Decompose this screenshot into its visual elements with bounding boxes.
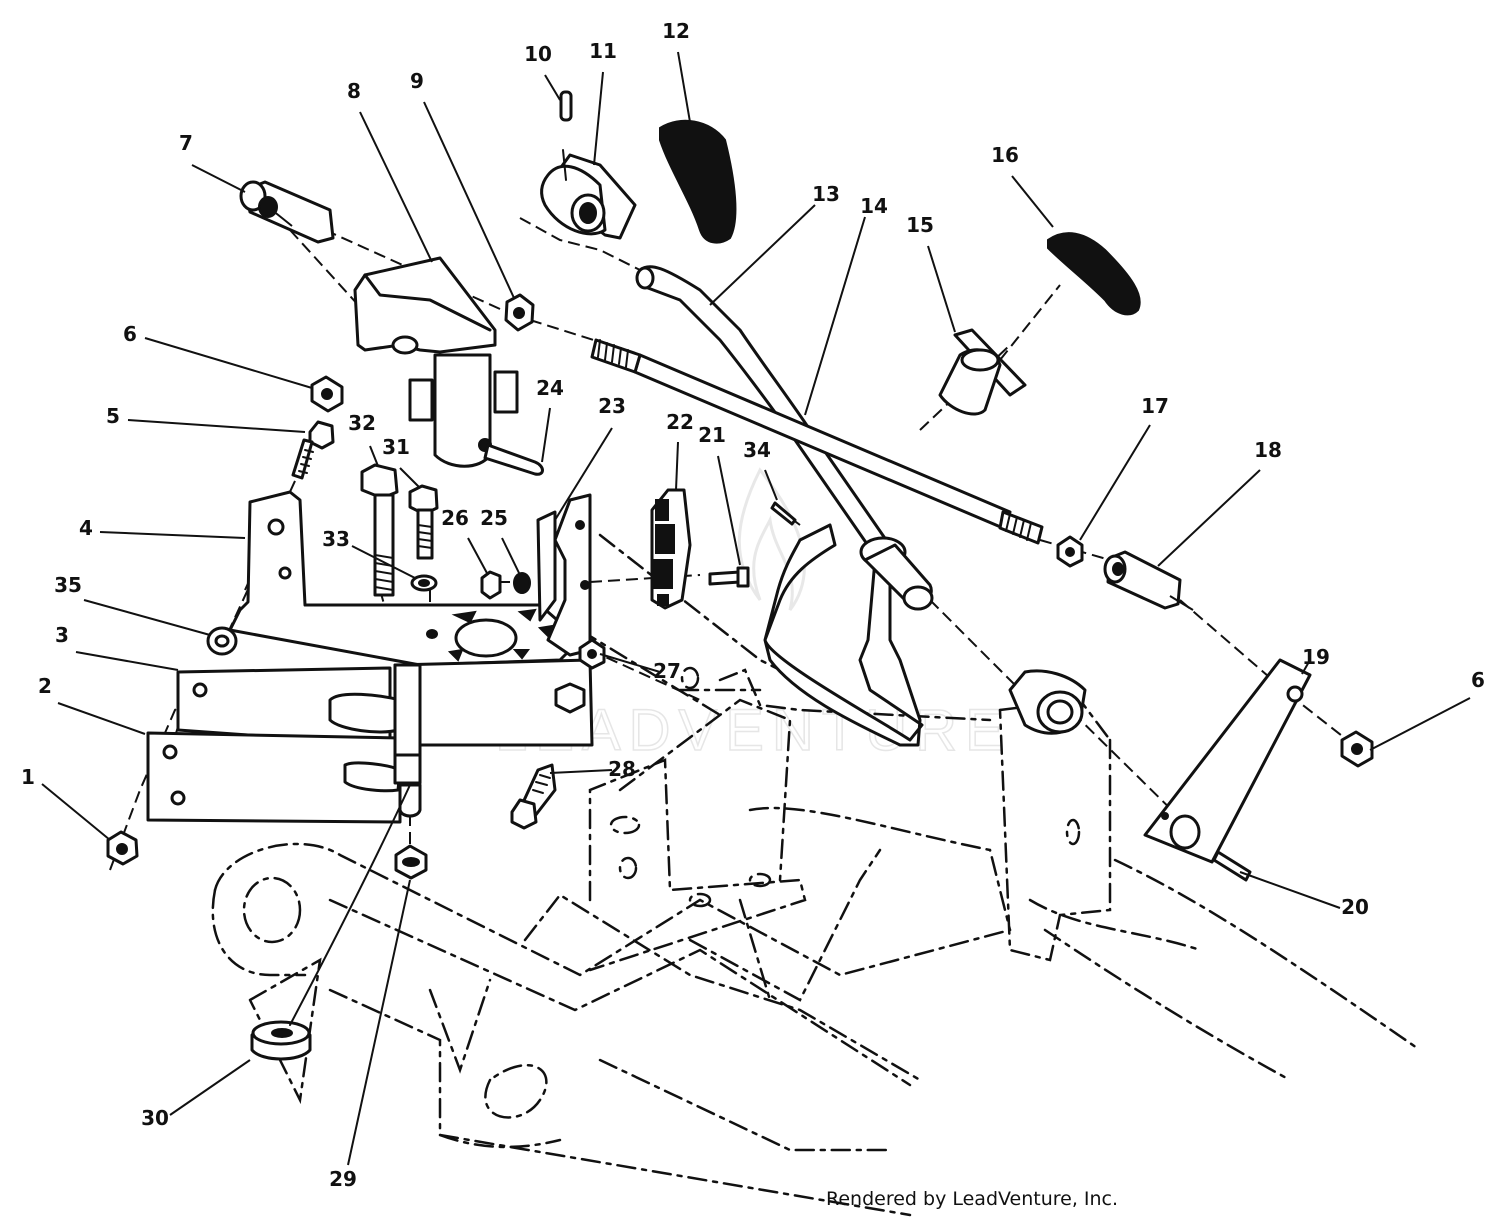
label-leaders: [41, 51, 1471, 1166]
part-5-bolt: [291, 420, 335, 480]
part-label-32: 32: [348, 411, 376, 435]
part-label-28: 28: [608, 757, 636, 781]
part-20-pin: [1212, 850, 1252, 882]
part-label-9: 9: [410, 69, 424, 93]
part-label-19: 19: [1302, 645, 1330, 669]
part-6-nut-left: [310, 375, 344, 413]
part-8-bracket: [353, 256, 519, 468]
part-21-screw: [708, 566, 750, 588]
part-1-nut: [106, 830, 139, 866]
part-34-pin: [770, 501, 797, 526]
part-26-nut: [480, 570, 502, 600]
part-label-20: 20: [1341, 895, 1369, 919]
part-27-nut: [578, 638, 606, 670]
part-label-30: 30: [141, 1106, 169, 1130]
part-35-washer: [206, 626, 238, 656]
part-center-pivot: [328, 658, 594, 818]
part-label-17: 17: [1141, 394, 1169, 418]
part-19-link-plate: [1143, 658, 1312, 864]
part-17-nut: [1056, 535, 1084, 568]
part-label-27: 27: [653, 659, 681, 683]
part-label-22: 22: [666, 410, 694, 434]
part-label-6: 6: [1471, 668, 1485, 692]
part-label-23: 23: [598, 394, 626, 418]
part-23-plate: [536, 493, 592, 657]
part-28-bolt: [510, 763, 557, 830]
part-15-pedal-hub: [938, 328, 1027, 416]
part-label-24: 24: [536, 376, 564, 400]
part-14-bent-rod: [763, 523, 934, 747]
part-label-33: 33: [322, 527, 350, 551]
part-9-nut: [504, 293, 535, 332]
part-label-26: 26: [441, 506, 469, 530]
part-label-29: 29: [329, 1167, 357, 1191]
part-11-pedal-hub: [540, 149, 637, 240]
part-label-3: 3: [55, 623, 69, 647]
part-32-bolt: [360, 463, 399, 597]
part-22-switch: [650, 488, 692, 610]
part-label-13: 13: [812, 182, 840, 206]
part-label-1: 1: [21, 765, 35, 789]
credit-text: Rendered by LeadVenture, Inc.: [826, 1188, 1119, 1210]
part-18-yoke-end: [1103, 550, 1194, 611]
part-25-lockwasher: [513, 572, 531, 594]
part-label-16: 16: [991, 143, 1019, 167]
part-7-clevis: [239, 180, 335, 244]
part-bushing-right: [1008, 669, 1087, 735]
part-12-pedal-pad: [659, 119, 737, 244]
part-label-18: 18: [1254, 438, 1282, 462]
part-label-25: 25: [480, 506, 508, 530]
part-24-pin: [483, 443, 544, 476]
part-16-pedal-pad: [1047, 232, 1141, 316]
part-label-6: 6: [123, 322, 137, 346]
part-label-10: 10: [524, 42, 552, 66]
part-label-15: 15: [906, 213, 934, 237]
part-label-21: 21: [698, 423, 726, 447]
part-13-pedal-arm: [635, 265, 902, 572]
part-label-14: 14: [860, 194, 888, 218]
part-label-5: 5: [106, 404, 120, 428]
part-label-35: 35: [54, 573, 82, 597]
part-30-bushing: [250, 1020, 312, 1061]
part-label-12: 12: [662, 19, 690, 43]
part-label-4: 4: [79, 516, 93, 540]
part-2-plate: [146, 731, 402, 824]
part-label-7: 7: [179, 131, 193, 155]
part-label-31: 31: [382, 435, 410, 459]
part-label-11: 11: [589, 39, 617, 63]
part-label-8: 8: [347, 79, 361, 103]
part-14-brake-rod: [590, 338, 1044, 545]
part-label-2: 2: [38, 674, 52, 698]
part-10-roll-pin: [559, 90, 573, 122]
part-label-34: 34: [743, 438, 771, 462]
part-6-nut-right: [1340, 730, 1374, 768]
part-31-bolt: [408, 484, 439, 560]
part-29-nut: [394, 844, 428, 880]
part-33-washer: [410, 574, 438, 592]
